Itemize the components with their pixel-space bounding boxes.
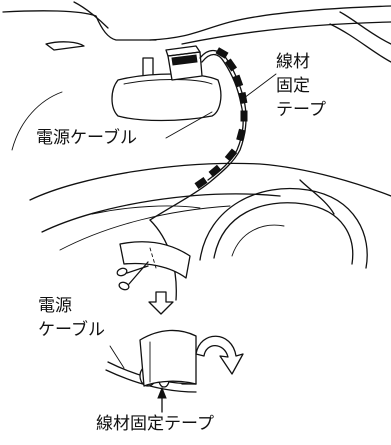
power-cable-bottom-label-line1: 電源 bbox=[38, 296, 72, 316]
rotate-arrow-icon bbox=[195, 335, 244, 375]
leader-line-wire-clip-top bbox=[243, 73, 277, 99]
leader-line-power-cable-bottom bbox=[109, 345, 125, 369]
scissors-icon bbox=[116, 261, 149, 291]
cable-detail bbox=[105, 329, 197, 393]
wire-clip-top-label-line3: テープ bbox=[276, 100, 326, 120]
wire-clip-tapes-top bbox=[194, 47, 248, 190]
wire-clip-top-label-line2: 固定 bbox=[276, 76, 310, 96]
wire-clip-bottom-label: 線材固定テープ bbox=[96, 414, 214, 434]
wire-clip-top-label-line1: 線材 bbox=[276, 52, 310, 72]
windshield-outline bbox=[2, 1, 391, 151]
power-cable-top-label: 電源ケーブル bbox=[36, 128, 137, 148]
leader-line-power-cable-top bbox=[165, 111, 213, 139]
dashboard bbox=[29, 162, 391, 301]
steering-wheel bbox=[199, 179, 368, 269]
pillar-cover bbox=[119, 241, 191, 279]
camera-unit-icon bbox=[165, 45, 203, 81]
up-arrow-icon bbox=[157, 386, 167, 413]
power-cable-bottom-label-line2: ケーブル bbox=[38, 320, 105, 340]
mirror-icon bbox=[111, 57, 222, 122]
down-arrow-icon bbox=[148, 291, 174, 315]
